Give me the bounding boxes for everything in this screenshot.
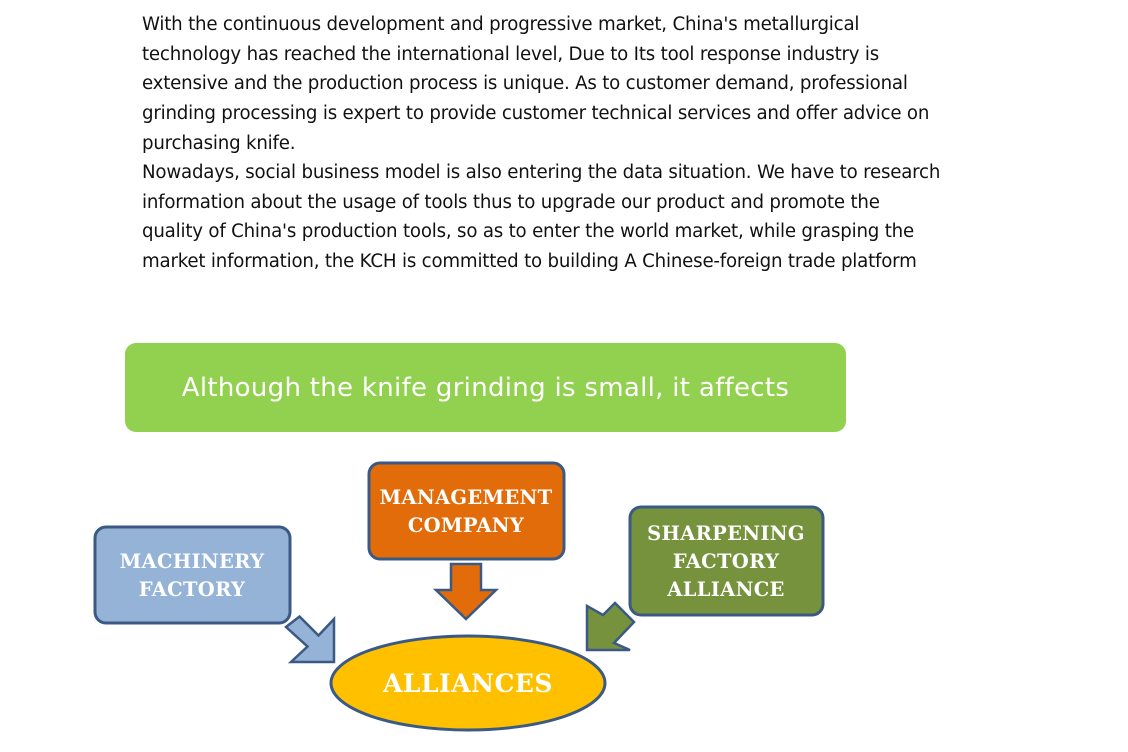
management-company-label-line-1: MANAGEMENT xyxy=(380,486,553,509)
machinery-factory-label-line-1: MACHINERY xyxy=(120,550,265,573)
banner: Although the knife grinding is small, it… xyxy=(125,343,846,432)
sharpening-alliance-label-line-1: SHARPENING xyxy=(647,522,805,545)
down-left-arrow-icon xyxy=(585,601,636,652)
alliances-oval xyxy=(329,634,607,732)
down-arrow-icon xyxy=(432,562,500,621)
management-company-box xyxy=(367,461,566,561)
alliances-label: ALLIANCES xyxy=(382,669,553,698)
machinery-factory-label-line-2: FACTORY xyxy=(139,578,246,601)
machinery-factory-box xyxy=(93,525,292,625)
intro-paragraph-2: Nowadays, social business model is also … xyxy=(142,162,941,273)
sharpening-alliance-label-line-2: FACTORY xyxy=(673,550,780,573)
sharpening-factory-alliance-box xyxy=(628,505,825,617)
intro-paragraph-1: With the continuous development and prog… xyxy=(142,14,930,154)
down-right-arrow-icon xyxy=(284,614,336,664)
banner-text: Although the knife grinding is small, it… xyxy=(181,372,790,403)
management-company-label-line-2: COMPANY xyxy=(408,514,525,537)
sharpening-alliance-label-line-3: ALLIANCE xyxy=(666,578,784,601)
